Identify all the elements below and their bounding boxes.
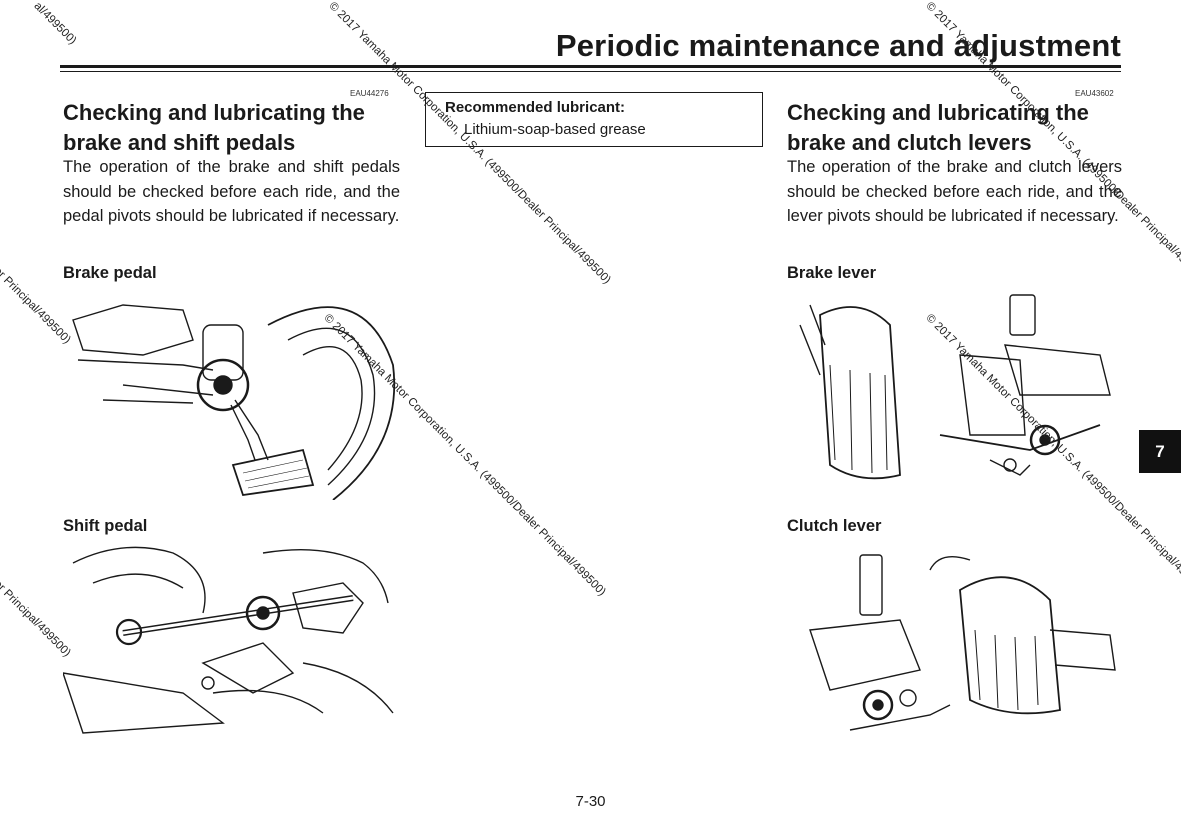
watermark-text: er Principal/499500)	[0, 265, 73, 347]
header-rule-thick	[60, 65, 1121, 68]
lubricant-value: Lithium-soap-based grease	[464, 121, 646, 138]
left-section-title-line1: Checking and lubricating the	[63, 100, 365, 125]
right-section-title-line1: Checking and lubricating the	[787, 100, 1089, 125]
page-title: Periodic maintenance and adjustment	[555, 28, 1121, 63]
brake-lever-illustration	[799, 294, 1111, 480]
header-rule-thin	[60, 71, 1121, 72]
chapter-tab: 7	[1139, 430, 1181, 473]
brake-lever-label: Brake lever	[787, 264, 876, 282]
clutch-lever-label: Clutch lever	[787, 517, 882, 535]
shift-pedal-label: Shift pedal	[63, 517, 148, 535]
lubricant-label: Recommended lubricant:	[445, 99, 626, 116]
left-section-title-line2: brake and shift pedals	[63, 130, 296, 155]
brake-pedal-label: Brake pedal	[63, 264, 157, 282]
right-section-code: EAU43602	[1075, 89, 1114, 98]
shift-pedal-illustration	[63, 546, 394, 734]
brake-pedal-illustration	[72, 304, 396, 500]
watermark-text: er Principal/499500)	[0, 578, 73, 660]
right-section-title-line2: brake and clutch levers	[787, 130, 1032, 155]
left-section-code: EAU44276	[350, 89, 389, 98]
recommended-lubricant-box: Recommended lubricant: Lithium-soap-base…	[425, 92, 763, 147]
clutch-lever-illustration	[809, 554, 1116, 731]
left-section-body: The operation of the brake and shift ped…	[63, 158, 400, 225]
right-section-body: The operation of the brake and clutch le…	[787, 158, 1122, 225]
watermark-text: al/499500)	[31, 0, 79, 47]
page-number: 7-30	[575, 793, 606, 810]
